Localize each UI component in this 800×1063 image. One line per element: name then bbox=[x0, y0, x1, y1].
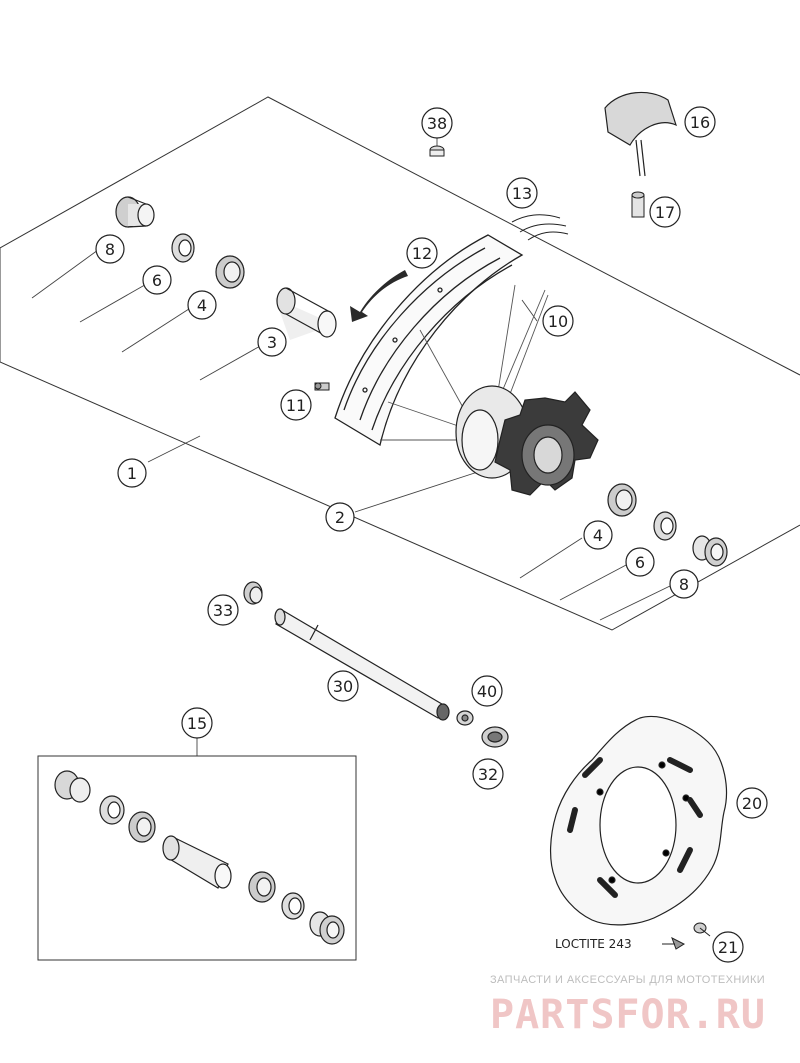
callout-40-label: 40 bbox=[477, 682, 497, 701]
callout-4-right-label: 4 bbox=[593, 526, 603, 545]
callout-10-label: 10 bbox=[548, 312, 568, 331]
spacer-33 bbox=[243, 581, 263, 605]
callout-20: 20 bbox=[736, 787, 768, 819]
callout-33-label: 33 bbox=[213, 601, 233, 620]
callout-8-right: 8 bbox=[669, 569, 699, 599]
callout-17: 17 bbox=[649, 196, 681, 228]
rim-tape-13 bbox=[511, 214, 569, 241]
callout-16-label: 16 bbox=[690, 113, 710, 132]
wheel-hub bbox=[455, 385, 599, 496]
wheel-assembly-frame bbox=[0, 96, 800, 631]
callout-1-label: 1 bbox=[127, 464, 137, 483]
callout-33: 33 bbox=[207, 594, 239, 626]
kit-contents-15 bbox=[54, 770, 345, 945]
callout-2: 2 bbox=[325, 502, 355, 532]
callout-8-left-label: 8 bbox=[105, 240, 115, 259]
right-spacer-8 bbox=[692, 535, 728, 567]
callout-4-right: 4 bbox=[583, 520, 613, 550]
left-bearing-4 bbox=[215, 255, 245, 289]
watermark-tagline: ЗАПЧАСТИ И АКСЕССУАРЫ ДЛЯ МОТОТЕХНИКИ bbox=[490, 974, 765, 986]
callout-3-label: 3 bbox=[267, 333, 277, 352]
callout-6-right: 6 bbox=[625, 547, 655, 577]
collar-40 bbox=[456, 710, 474, 726]
callout-17-label: 17 bbox=[655, 203, 675, 222]
watermark-brand: PARTSFOR.RU bbox=[490, 992, 766, 1038]
callout-21: 21 bbox=[712, 931, 744, 963]
callout-4-left-label: 4 bbox=[197, 296, 207, 315]
callout-1: 1 bbox=[117, 458, 147, 488]
callout-8-left: 8 bbox=[95, 234, 125, 264]
nut-17 bbox=[631, 191, 645, 218]
disc-screw-21 bbox=[662, 922, 711, 950]
callout-12: 12 bbox=[406, 237, 438, 269]
rim-lock-16 bbox=[604, 91, 677, 177]
callout-32-label: 32 bbox=[478, 765, 498, 784]
callout-3: 3 bbox=[257, 327, 287, 357]
callout-21-label: 21 bbox=[718, 938, 738, 957]
callout-6-left: 6 bbox=[142, 265, 172, 295]
axle-screw-32 bbox=[481, 726, 509, 748]
callout-30: 30 bbox=[327, 670, 359, 702]
callout-13-label: 13 bbox=[512, 184, 532, 203]
right-bearing-4 bbox=[607, 483, 637, 517]
callout-30-label: 30 bbox=[333, 677, 353, 696]
callout-15: 15 bbox=[181, 707, 213, 739]
callout-11: 11 bbox=[280, 389, 312, 421]
callout-8-right-label: 8 bbox=[679, 575, 689, 594]
callout-6-right-label: 6 bbox=[635, 553, 645, 572]
callout-6-left-label: 6 bbox=[152, 271, 162, 290]
left-seal-6 bbox=[171, 233, 195, 263]
callout-2-label: 2 bbox=[335, 508, 345, 527]
callout-12-label: 12 bbox=[412, 244, 432, 263]
wheel-rim bbox=[334, 234, 524, 447]
wheel-spindle-30 bbox=[274, 608, 450, 721]
right-seal-6 bbox=[653, 511, 677, 541]
cap-38 bbox=[429, 145, 445, 157]
rotation-arrow bbox=[350, 270, 408, 322]
callout-40: 40 bbox=[471, 675, 503, 707]
brake-disc-20 bbox=[549, 716, 727, 926]
callout-38-label: 38 bbox=[427, 114, 447, 133]
callout-4-left: 4 bbox=[187, 290, 217, 320]
loctite-label: LOCTITE 243 bbox=[555, 937, 632, 951]
callout-32: 32 bbox=[472, 758, 504, 790]
distance-sleeve-3 bbox=[275, 287, 337, 340]
callout-20-label: 20 bbox=[742, 794, 762, 813]
callout-15-label: 15 bbox=[187, 714, 207, 733]
valve-11 bbox=[314, 382, 330, 391]
kit-box bbox=[37, 755, 357, 961]
left-spacer-8 bbox=[115, 196, 155, 228]
callout-10: 10 bbox=[542, 305, 574, 337]
callout-13: 13 bbox=[506, 177, 538, 209]
leader-lines bbox=[31, 137, 671, 756]
callout-16: 16 bbox=[684, 106, 716, 138]
callout-11-label: 11 bbox=[286, 396, 306, 415]
callout-38: 38 bbox=[421, 107, 453, 139]
